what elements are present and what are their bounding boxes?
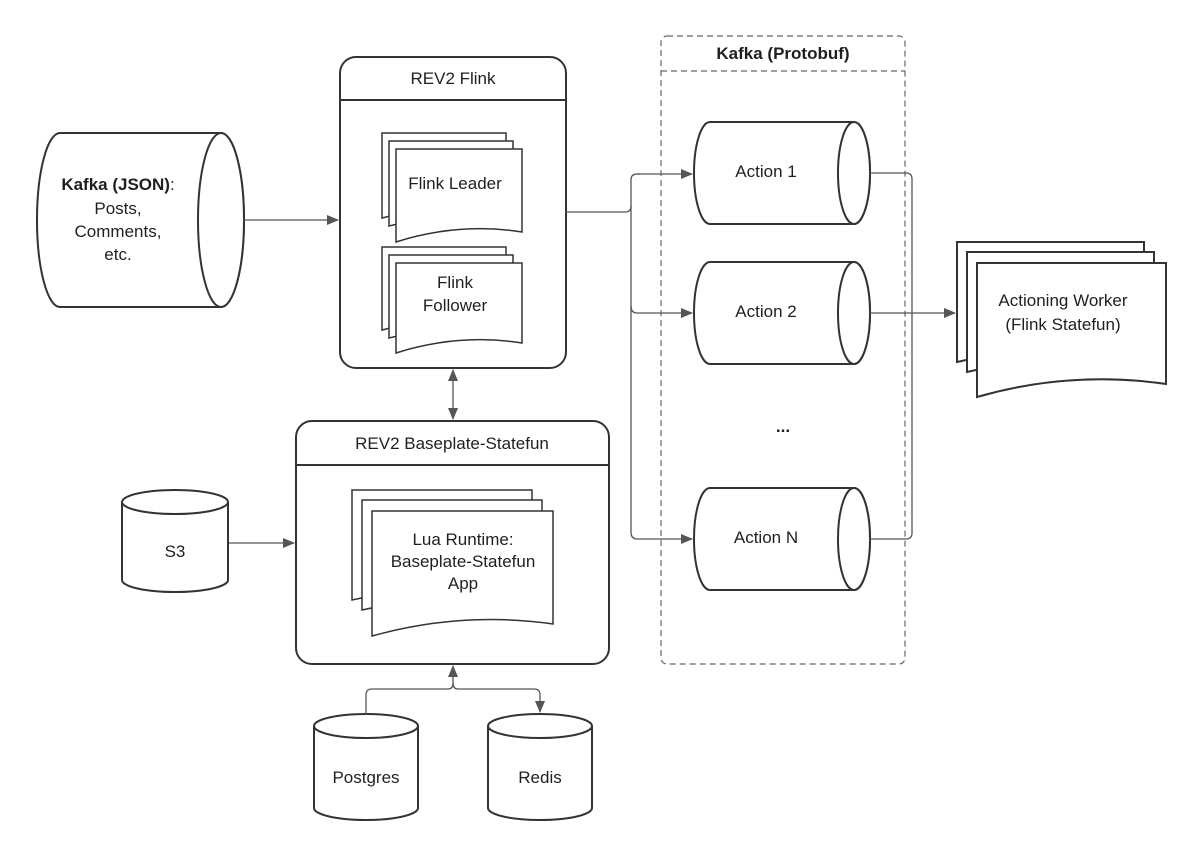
kafka-json-label: Kafka (JSON): (61, 175, 174, 194)
kafka-json-line-1: Posts, (94, 199, 141, 218)
action-1-label: Action 1 (735, 162, 796, 181)
action-n-label: Action N (734, 528, 798, 547)
redis-label: Redis (518, 768, 561, 787)
actions-ellipsis: ... (776, 417, 790, 436)
rev2-flink-title: REV2 Flink (410, 69, 496, 88)
lua-runtime-label-1: Lua Runtime: (412, 530, 513, 549)
kafka-json-title: Kafka (JSON) (61, 175, 170, 194)
redis-cache: Redis (487, 713, 593, 821)
kafka-json-line-3: etc. (104, 245, 131, 264)
actioning-worker-documents: Actioning Worker (Flink Statefun) (956, 241, 1167, 399)
flink-leader-documents: Flink Leader (381, 132, 523, 244)
edge-action-n-to-worker (870, 313, 913, 540)
edge-flink-to-action-n (630, 306, 693, 544)
flink-leader-label: Flink Leader (408, 174, 502, 193)
edge-action-1-to-worker (870, 172, 913, 313)
kafka-protobuf-title: Kafka (Protobuf) (716, 44, 849, 63)
action-2-topic: Action 2 (693, 261, 871, 365)
kafka-json-topic: Kafka (JSON): Posts, Comments, etc. (36, 132, 245, 308)
action-1-topic: Action 1 (693, 121, 871, 225)
postgres-label: Postgres (332, 768, 399, 787)
flink-follower-label-1: Flink (437, 273, 473, 292)
actioning-worker-label-1: Actioning Worker (998, 291, 1127, 310)
rev2-baseplate-title: REV2 Baseplate-Statefun (355, 434, 549, 453)
action-n-topic: Action N (693, 487, 871, 591)
lua-runtime-label-2: Baseplate-Statefun (391, 552, 536, 571)
action-2-label: Action 2 (735, 302, 796, 321)
rev2-baseplate-box: REV2 Baseplate-Statefun Lua Runtime: Bas… (295, 420, 610, 665)
flink-follower-label-2: Follower (423, 296, 488, 315)
s3-label: S3 (165, 542, 186, 561)
kafka-protobuf-container: Kafka (Protobuf) (660, 35, 906, 665)
kafka-json-line-2: Comments, (75, 222, 162, 241)
postgres-db: Postgres (313, 713, 419, 821)
rev2-flink-box: REV2 Flink Flink Leader Flink Follower (339, 56, 567, 369)
edge-postgres-to-baseplate (365, 665, 458, 714)
edge-baseplate-to-redis (452, 682, 545, 713)
edge-flink-to-actions-trunk (566, 173, 640, 213)
lua-runtime-documents: Lua Runtime: Baseplate-Statefun App (351, 489, 554, 637)
kafka-json-colon: : (170, 175, 175, 194)
s3-store: S3 (121, 489, 229, 593)
lua-runtime-label-3: App (448, 574, 478, 593)
flink-follower-documents: Flink Follower (381, 246, 523, 355)
actioning-worker-label-2: (Flink Statefun) (1005, 315, 1120, 334)
